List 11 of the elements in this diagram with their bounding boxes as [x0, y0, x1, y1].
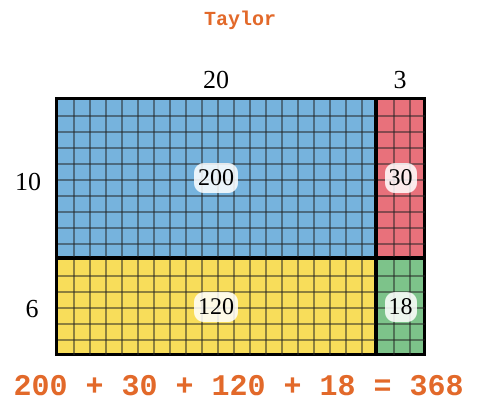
area-value: 120: [194, 292, 238, 322]
area-value: 30: [384, 163, 416, 193]
column-length-label: 20: [202, 64, 230, 96]
title: Taylor: [202, 8, 277, 34]
column-length-label: 3: [392, 64, 408, 96]
row-length-label: 6: [24, 293, 40, 325]
area-value: 18: [384, 292, 416, 322]
sum-equation: 200 + 30 + 120 + 18 = 368: [12, 370, 465, 403]
area-block: [375, 257, 426, 356]
row-length-label: 10: [14, 166, 42, 198]
area-value: 200: [194, 163, 238, 193]
